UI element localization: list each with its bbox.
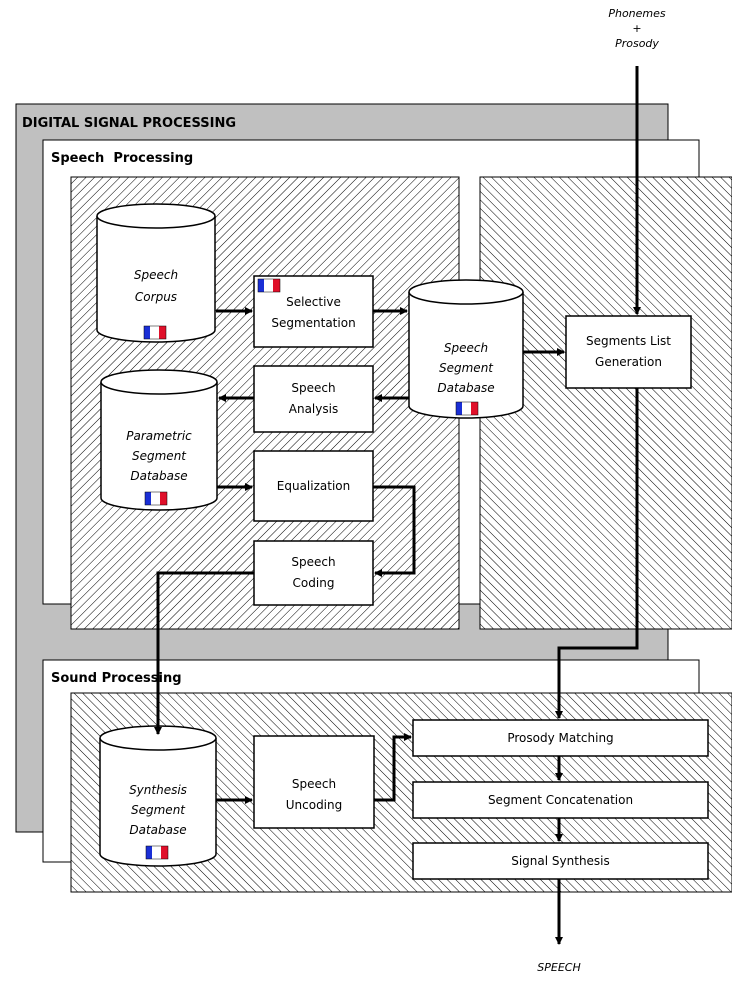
equalization-label: Equalization <box>276 479 351 493</box>
speech-segment-db <box>408 279 524 419</box>
arrows <box>154 66 641 945</box>
arrow-uncoding-to-prosody <box>374 733 412 802</box>
speech-uncoding-label: Speech Uncoding <box>285 777 343 812</box>
signal-synthesis-box <box>412 842 709 880</box>
segment-concatenation-label: Segment Concatenation <box>487 793 634 807</box>
input-label: Phonemes + Prosody <box>608 7 666 50</box>
speech-uncoding-box <box>253 735 375 829</box>
arrow-coding-to-synthesis-db <box>154 571 254 735</box>
arrow-equalization-to-coding <box>373 485 416 577</box>
french-flag-icon <box>257 278 281 293</box>
speech-corpus-db <box>96 203 216 343</box>
speech-corpus-label: Speech Corpus <box>133 268 179 304</box>
synthesis-segment-db <box>99 725 217 867</box>
arrow-segments-list-to-prosody <box>555 388 639 719</box>
speech-analysis-label: Speech Analysis <box>288 381 339 416</box>
parametric-db-label: Parametric Segment Database <box>126 429 192 483</box>
speech-analysis-box <box>253 365 374 433</box>
segments-list-box <box>565 315 692 389</box>
sound-processing-header: Sound Processing <box>51 671 182 686</box>
speech-processing-header: Speech Processing <box>51 151 194 166</box>
synthesis-db-label: Synthesis Segment Database <box>129 783 187 837</box>
prosody-matching-label: Prosody Matching <box>507 731 614 745</box>
prosody-matching-box <box>412 719 709 757</box>
french-flag-icon <box>455 401 479 416</box>
french-flag-icon <box>143 325 167 340</box>
output-label: SPEECH <box>537 961 581 974</box>
parametric-segment-db <box>100 369 218 511</box>
selective-segmentation-label: Selective Segmentation <box>271 295 356 330</box>
speech-segment-db-label: Speech Segment Database <box>437 341 495 395</box>
dsp-header: DIGITAL SIGNAL PROCESSING <box>22 116 237 131</box>
french-flag-icon <box>144 491 168 506</box>
french-flag-icon <box>145 845 169 860</box>
speech-coding-label: Speech Coding <box>291 555 336 590</box>
segment-concatenation-box <box>412 781 709 819</box>
signal-synthesis-label: Signal Synthesis <box>511 854 610 868</box>
segments-list-label: Segments List Generation <box>585 334 672 369</box>
